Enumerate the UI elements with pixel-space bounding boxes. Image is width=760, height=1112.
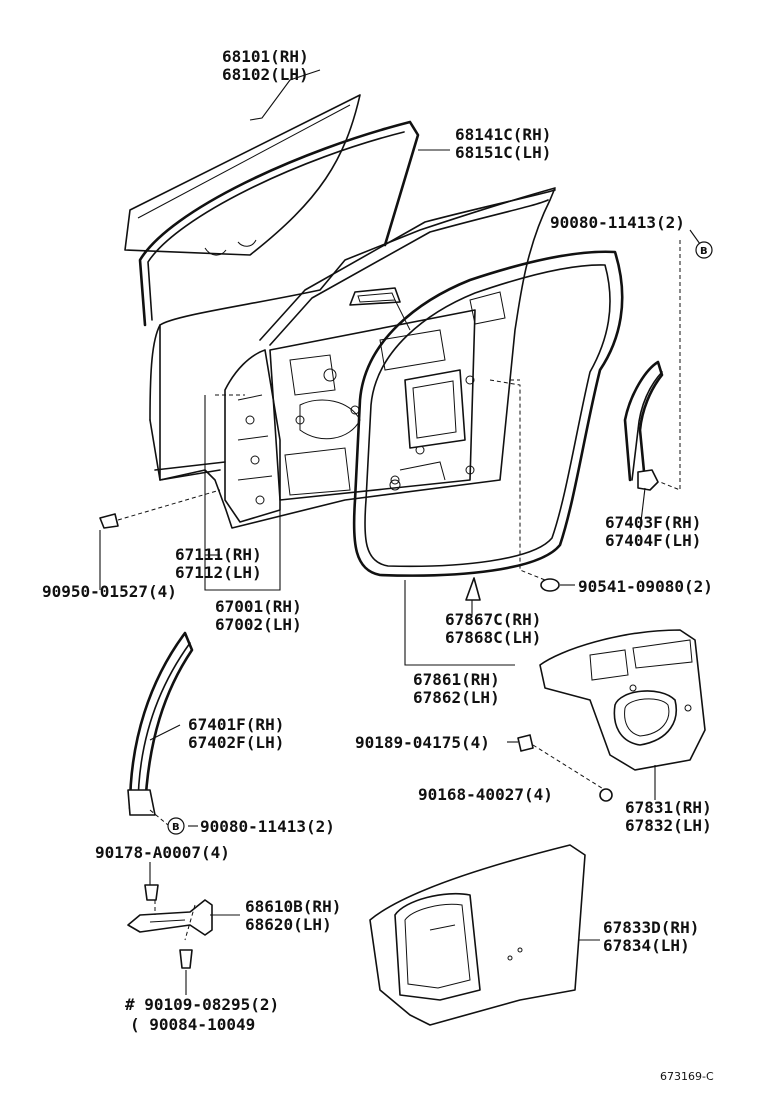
label-67001: 67001(RH) — [215, 597, 302, 616]
label-90178: 90178-A0007(4) — [95, 843, 230, 862]
label-90950: 90950-01527(4) — [42, 582, 177, 601]
label-90189: 90189-04175(4) — [355, 733, 490, 752]
door-glass-drawing — [124, 94, 361, 256]
front-channel-drawing — [127, 631, 194, 816]
bolt-bottom-left-drawing: B — [149, 809, 185, 835]
label-90109: # 90109-08295(2) — [125, 995, 279, 1014]
label-67832: 67832(LH) — [625, 816, 712, 835]
label-90080-top: 90080-11413(2) — [550, 213, 685, 232]
label-90084: ( 90084-10049 — [130, 1015, 255, 1034]
label-67834: 67834(LH) — [603, 936, 690, 955]
label-67401F: 67401F(RH) — [188, 715, 284, 734]
label-67404F: 67404F(LH) — [605, 531, 701, 550]
label-68151C: 68151C(LH) — [455, 143, 551, 162]
marker-b-bottom: B — [172, 822, 180, 833]
labels: 68101(RH) 68102(LH) 68141C(RH) 68151C(LH… — [42, 47, 714, 1083]
clip-90189-drawing — [517, 734, 606, 791]
plug-drawing — [99, 489, 221, 529]
label-67403F: 67403F(RH) — [605, 513, 701, 532]
screw-90168-drawing — [599, 788, 613, 802]
label-68102: 68102(LH) — [222, 65, 309, 84]
label-67111: 67111(RH) — [175, 545, 262, 564]
label-67861: 67861(RH) — [413, 670, 500, 689]
clip-67867-drawing — [465, 577, 481, 601]
label-68620: 68620(LH) — [245, 915, 332, 934]
diagram-reference: 673169-C — [660, 1070, 714, 1083]
label-67831: 67831(RH) — [625, 798, 712, 817]
lower-panel-drawing — [369, 844, 586, 1026]
trim-board-drawing — [539, 629, 706, 771]
label-67867C: 67867C(RH) — [445, 610, 541, 629]
leader-lines — [99, 69, 656, 995]
label-68610B: 68610B(RH) — [245, 897, 341, 916]
label-67112: 67112(LH) — [175, 563, 262, 582]
marker-b-top: B — [700, 246, 708, 257]
weatherstrip-drawing — [352, 250, 624, 581]
clip-90541-drawing — [540, 578, 560, 592]
label-67002: 67002(LH) — [215, 615, 302, 634]
rear-channel-drawing — [623, 360, 664, 491]
check-drawing — [127, 884, 213, 969]
bolt-top-right-drawing: B — [659, 229, 713, 491]
glass-run-drawing — [138, 120, 420, 327]
label-67862: 67862(LH) — [413, 688, 500, 707]
label-68101: 68101(RH) — [222, 47, 309, 66]
label-67833D: 67833D(RH) — [603, 918, 699, 937]
label-67402F: 67402F(LH) — [188, 733, 284, 752]
label-90541: 90541-09080(2) — [578, 577, 713, 596]
label-90168: 90168-40027(4) — [418, 785, 553, 804]
hinge-panel-drawing — [224, 349, 281, 523]
label-68141C: 68141C(RH) — [455, 125, 551, 144]
label-67868C: 67868C(LH) — [445, 628, 541, 647]
label-90080-bottom: 90080-11413(2) — [200, 817, 335, 836]
